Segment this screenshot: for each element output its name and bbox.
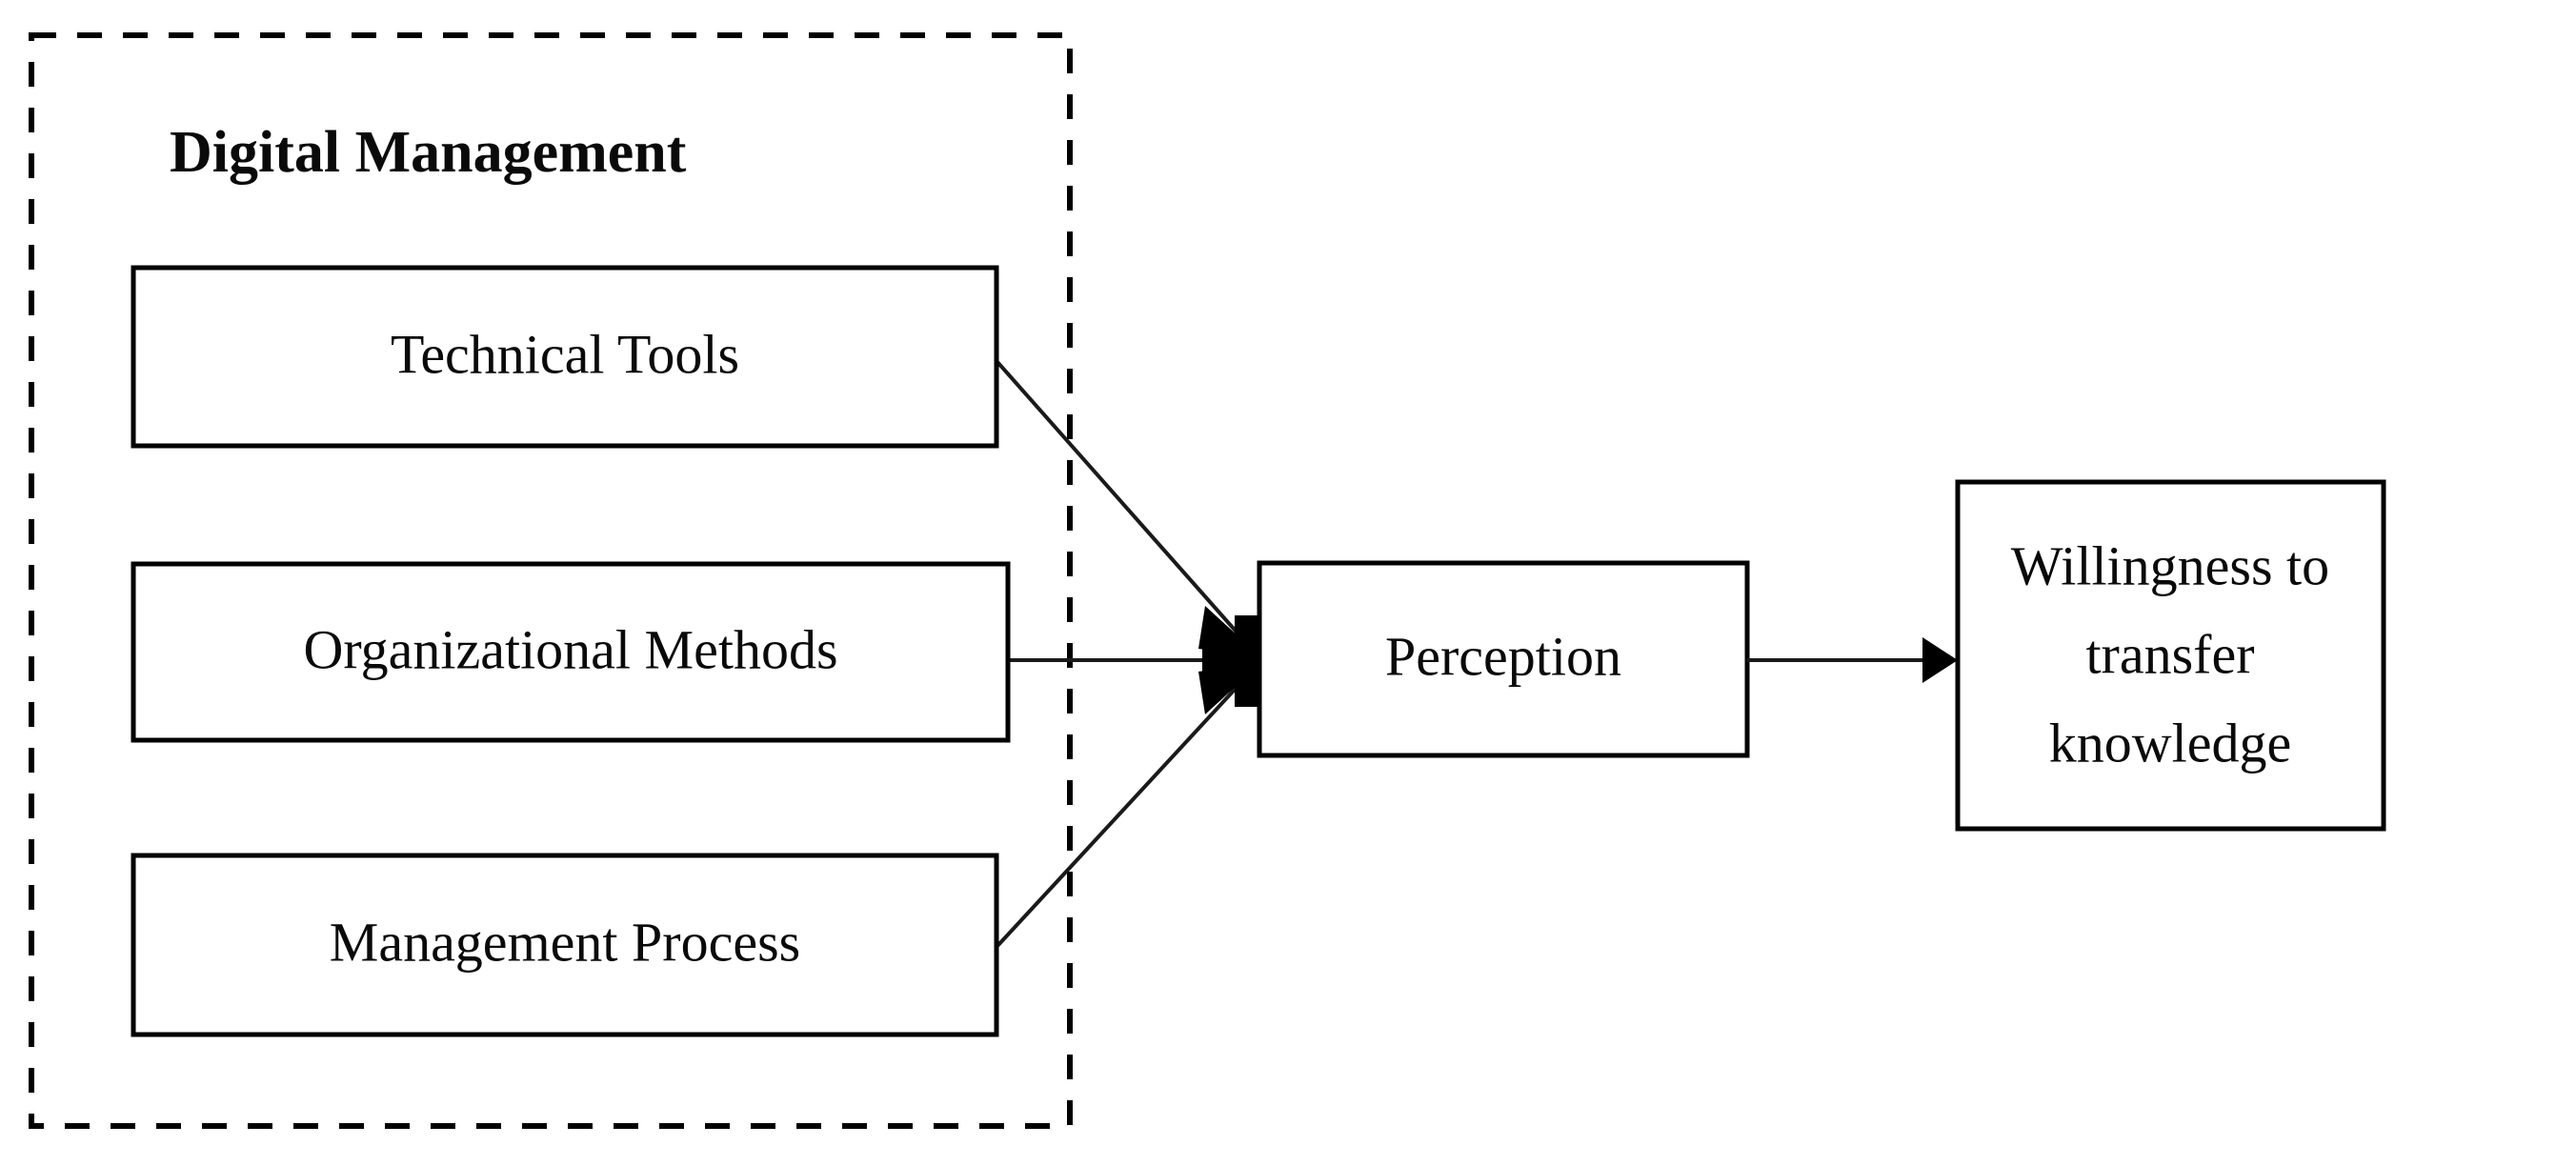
node-willingness-label-line-3: knowledge	[2049, 712, 2292, 774]
node-technical-tools[interactable]	[131, 265, 999, 449]
arrowhead-willingness	[1922, 637, 1958, 683]
node-management-process[interactable]	[131, 853, 999, 1037]
edge-technical-tools-to-perception	[996, 360, 1258, 655]
node-perception[interactable]	[1257, 560, 1750, 758]
arrowhead-convergence-blob	[1235, 615, 1261, 707]
node-willingness-label-line-1: Willingness to	[2011, 534, 2329, 596]
node-organizational-methods[interactable]	[131, 561, 1011, 743]
node-perception-label: Perception	[1385, 625, 1621, 687]
node-organizational-methods-label: Organizational Methods	[303, 618, 837, 680]
digital-management-group-border	[29, 32, 1073, 1129]
node-technical-tools-label: Technical Tools	[391, 323, 739, 385]
node-management-process-label: Management Process	[330, 911, 800, 973]
edge-management-process-to-perception	[996, 665, 1258, 948]
group-title-digital-management: Digital Management	[170, 120, 687, 185]
node-willingness-label-line-2: transfer	[2085, 623, 2254, 685]
node-willingness-to-transfer-knowledge[interactable]	[1955, 479, 2386, 832]
